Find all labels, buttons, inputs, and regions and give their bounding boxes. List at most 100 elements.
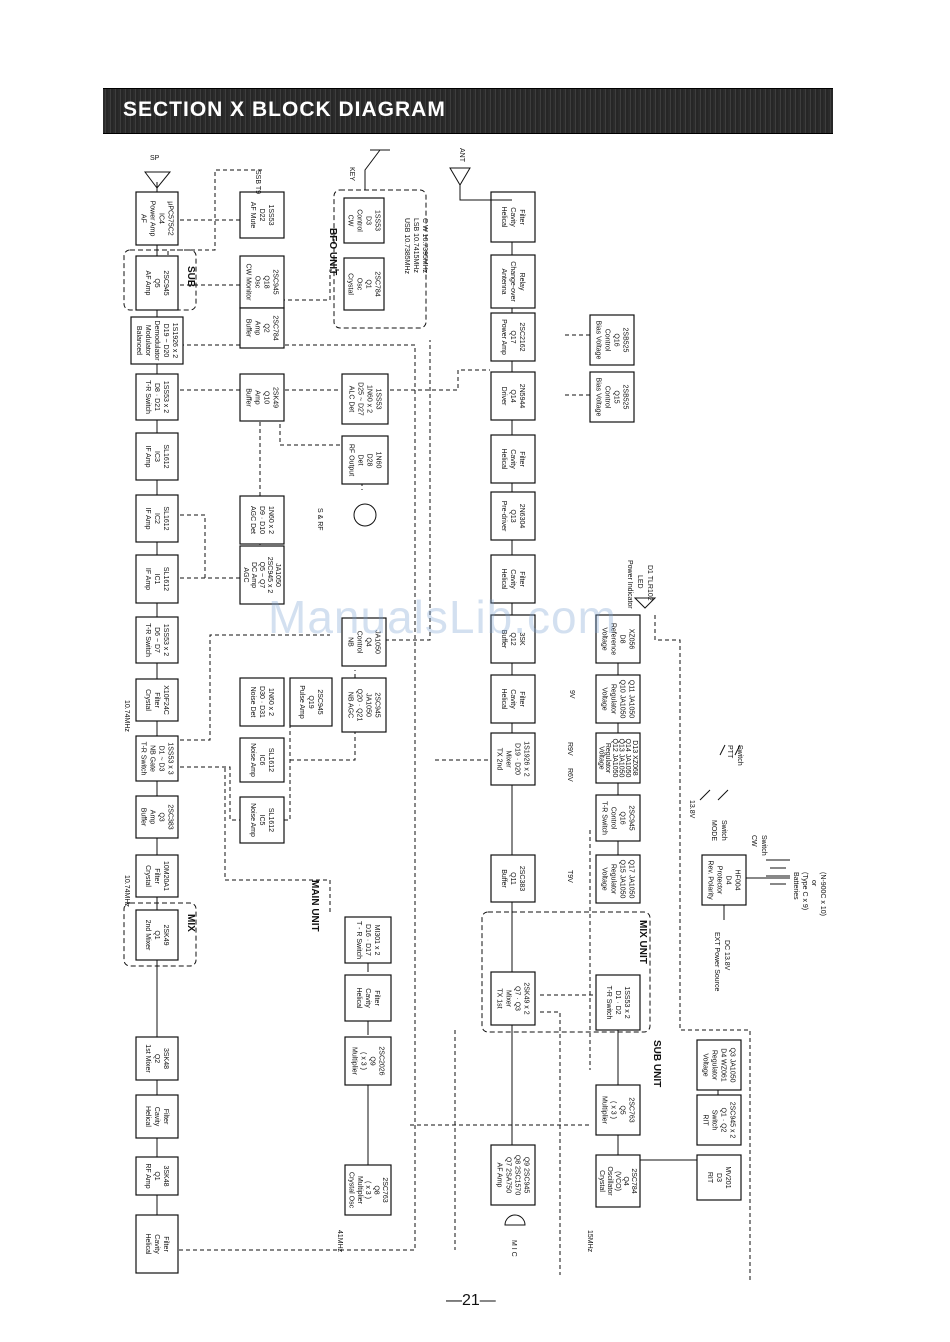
block-frame bbox=[696, 1094, 742, 1146]
block-frame bbox=[343, 257, 385, 311]
block-text: Q3 JA1050 bbox=[729, 1047, 736, 1082]
block-text: D30 · D31 bbox=[258, 686, 265, 718]
block-text: 1SS53 x 2 bbox=[162, 624, 169, 656]
block-text: (VCO) bbox=[614, 1171, 621, 1191]
block-text: Cavity bbox=[509, 569, 516, 589]
block-text: Regulator bbox=[604, 743, 611, 774]
mix-unit-box bbox=[481, 911, 651, 1033]
block-text: 10M20A1 bbox=[162, 861, 169, 891]
block-text: Q15 JA1050 bbox=[619, 860, 626, 899]
block-text: Control bbox=[610, 807, 617, 830]
block-text: IC5 bbox=[258, 815, 265, 826]
block-text: Q5 bbox=[619, 1105, 626, 1114]
block-text: Filter bbox=[162, 1109, 169, 1125]
block-frame bbox=[135, 494, 179, 543]
block-text: Amp bbox=[254, 390, 261, 405]
block-text: Change-over bbox=[509, 261, 516, 302]
block-text: Reference bbox=[610, 623, 617, 655]
label-led2: LED bbox=[636, 575, 643, 589]
block-frame bbox=[135, 1036, 179, 1081]
block-text: RF Amp bbox=[144, 1163, 151, 1188]
block-text: 2N6304 bbox=[518, 504, 525, 529]
block-text: D1 ~ D3 bbox=[158, 746, 165, 772]
block-text: Crystal bbox=[598, 1170, 605, 1192]
block-frame bbox=[135, 678, 179, 722]
block-text: Q19 bbox=[307, 695, 314, 708]
block-text: 1S1926 x 2 bbox=[171, 323, 178, 359]
block-text: 2SC784 bbox=[272, 315, 279, 340]
block-frame bbox=[490, 1144, 536, 1206]
block-text: Buffer bbox=[500, 869, 507, 888]
block-text: Filter bbox=[162, 1236, 169, 1252]
block-frame bbox=[135, 255, 179, 311]
block-text: 1SS53 x 2 bbox=[162, 381, 169, 413]
block-frame bbox=[490, 971, 536, 1026]
block-frame bbox=[344, 916, 392, 964]
block-text: Filter bbox=[518, 209, 525, 225]
block-frame bbox=[130, 316, 184, 365]
section-title-banner: SECTION X BLOCK DIAGRAM bbox=[103, 88, 833, 134]
block-text: Regulator bbox=[711, 1050, 718, 1081]
label-bat3: or bbox=[810, 880, 817, 887]
block-frame bbox=[341, 617, 387, 667]
block-text: AGC bbox=[242, 567, 249, 582]
block-text: D16 · D17 bbox=[364, 924, 371, 956]
block-text: Q17 JA1050 bbox=[628, 860, 635, 899]
block-text: 1S1926 x 2 bbox=[523, 741, 530, 777]
section-title: SECTION X BLOCK DIAGRAM bbox=[123, 98, 446, 121]
block-text: Relay bbox=[518, 273, 525, 291]
label-v13_8: 13.8V bbox=[688, 800, 695, 819]
block-text: D3 bbox=[715, 1173, 722, 1182]
label-mode_sw: Switch bbox=[720, 820, 727, 841]
block-frame bbox=[341, 677, 387, 733]
block-text: Q3 bbox=[158, 812, 165, 821]
label-sp: SP bbox=[150, 155, 160, 162]
block-text: D28 bbox=[366, 454, 373, 467]
block-text: ALC Det bbox=[348, 386, 355, 413]
block-text: Q14 JA1050 bbox=[624, 739, 631, 778]
block-text: Q9 2SC945 bbox=[523, 1157, 530, 1194]
block-text: Rev. Polarity bbox=[707, 860, 714, 900]
block-text: 2SC2026 bbox=[378, 1046, 385, 1075]
block-frame bbox=[595, 1154, 641, 1208]
ptt-switch-icon bbox=[719, 744, 741, 756]
block-text: ( x 3 ) bbox=[364, 1181, 371, 1199]
block-text: Q12 JA1050 bbox=[611, 739, 618, 778]
block-frame bbox=[239, 796, 285, 844]
control-lines bbox=[139, 169, 751, 1280]
block-frame bbox=[595, 732, 641, 784]
block-text: IC3 bbox=[153, 451, 160, 462]
block-text: Bias Voltage bbox=[595, 321, 602, 360]
block-text: Q4 bbox=[622, 1176, 629, 1185]
block-text: IF Amp bbox=[144, 445, 151, 467]
block-frame bbox=[135, 909, 179, 961]
label-f_15: 15MHz bbox=[586, 1230, 593, 1253]
speaker-icon bbox=[144, 171, 172, 189]
block-frame bbox=[595, 1084, 641, 1136]
block-frame bbox=[135, 432, 179, 481]
block-text: Q16 bbox=[613, 333, 620, 346]
block-frame bbox=[341, 373, 389, 425]
block-text: 3SK48 bbox=[162, 1165, 169, 1186]
block-text: Q2 bbox=[153, 1054, 160, 1063]
block-text: Voltage bbox=[601, 867, 608, 890]
block-text: NB Gate bbox=[149, 745, 156, 772]
block-text: Helical bbox=[144, 1106, 151, 1127]
block-frame bbox=[490, 732, 536, 786]
block-frame bbox=[135, 1214, 179, 1274]
block-text: D22 bbox=[258, 209, 265, 222]
